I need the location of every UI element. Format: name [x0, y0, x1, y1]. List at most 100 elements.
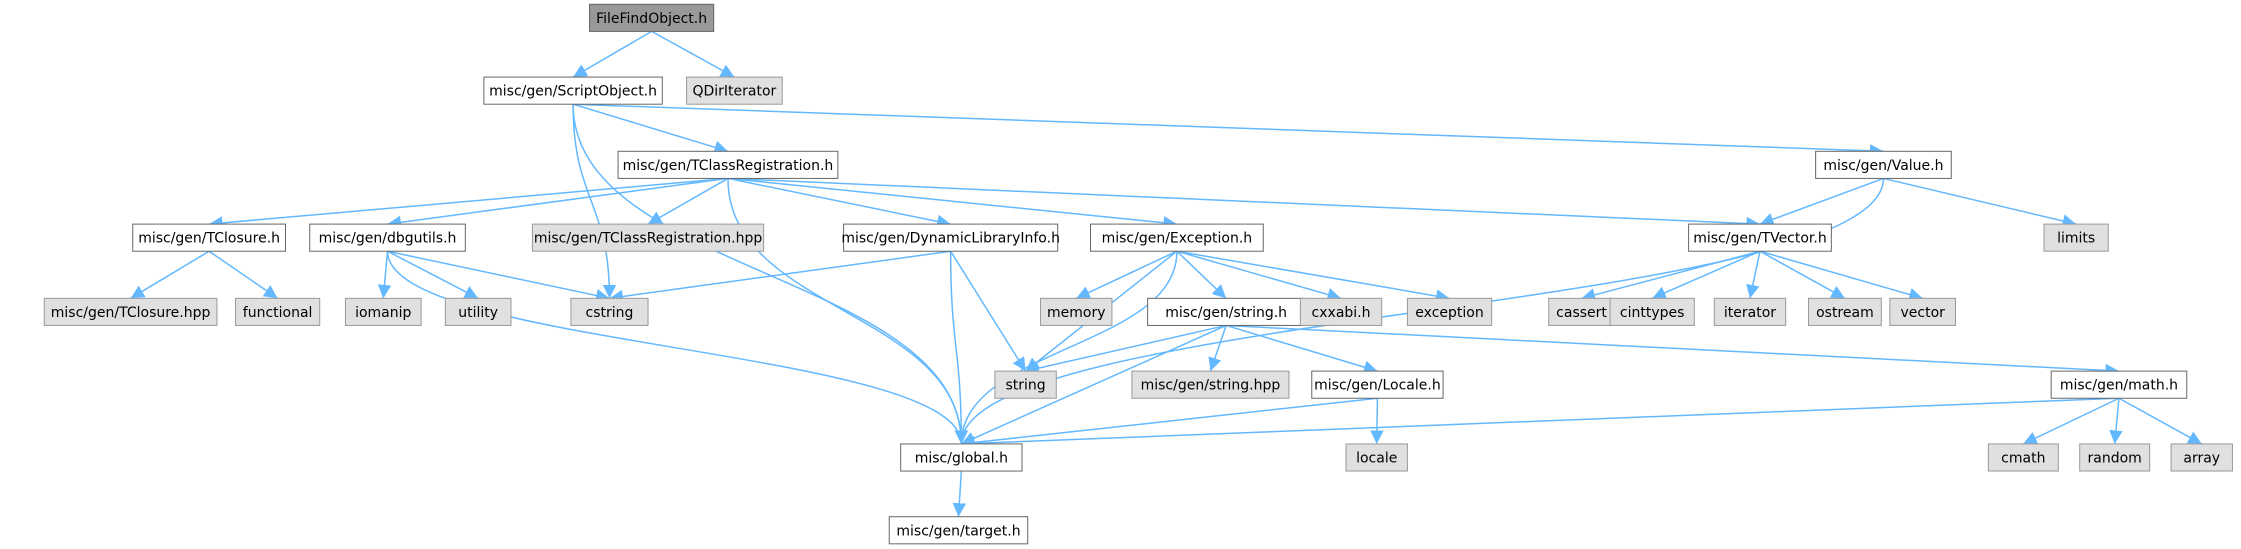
edge-dbgutils-to-cstring	[387, 250, 610, 303]
edge-string_h-to-stringhpp	[1208, 325, 1227, 372]
edge-tclassreg-to-global	[727, 178, 969, 444]
node-stringhpp: misc/gen/string.hpp	[1131, 370, 1290, 399]
node-label-ostream: ostream	[1816, 305, 1874, 321]
node-tclassreg[interactable]: misc/gen/TClassRegistration.h	[617, 150, 839, 179]
edge-tclassreg-to-dyninfo	[727, 177, 951, 228]
node-label-string_h: misc/gen/string.h	[1165, 305, 1287, 321]
node-cinttypes: cinttypes	[1609, 297, 1695, 326]
node-label-target: misc/gen/target.h	[896, 523, 1020, 539]
node-iomanip: iomanip	[344, 297, 422, 326]
node-label-utility: utility	[458, 305, 498, 321]
node-box-tclassreghpp	[531, 223, 765, 252]
node-label-random: random	[2088, 450, 2142, 466]
node-box-exception	[1406, 297, 1493, 326]
node-ostream: ostream	[1808, 297, 1882, 326]
node-label-exception_h: misc/gen/Exception.h	[1102, 231, 1253, 247]
edge-scriptobject-to-cstring	[572, 104, 617, 299]
node-label-global: misc/global.h	[915, 450, 1008, 466]
node-dbgutils[interactable]: misc/gen/dbgutils.h	[309, 223, 466, 252]
node-box-ostream	[1808, 297, 1882, 326]
node-box-value	[1815, 150, 1952, 179]
node-label-cstring: cstring	[586, 305, 634, 321]
node-label-limits: limits	[2057, 231, 2095, 247]
node-box-cinttypes	[1609, 297, 1695, 326]
node-label-vector: vector	[1900, 305, 1945, 321]
edge-tclosure-to-tclosurehpp	[130, 250, 210, 299]
node-exception_h[interactable]: misc/gen/Exception.h	[1090, 223, 1264, 252]
edge-exception_h-to-string_h	[1176, 250, 1227, 299]
node-iterator: iterator	[1713, 297, 1787, 326]
node-vector: vector	[1889, 297, 1957, 326]
node-label-string: string	[1005, 378, 1045, 394]
edge-string_h-to-global	[961, 324, 1227, 445]
node-limits: limits	[2043, 223, 2109, 252]
node-tclosure[interactable]: misc/gen/TClosure.h	[132, 223, 286, 252]
node-scriptobject[interactable]: misc/gen/ScriptObject.h	[483, 76, 663, 105]
node-label-array: array	[2183, 450, 2220, 466]
node-cassert: cassert	[1548, 297, 1615, 326]
node-box-dyninfo	[843, 223, 1059, 252]
edge-dbgutils-to-utility	[387, 250, 479, 299]
node-cxxabi: cxxabi.h	[1299, 297, 1383, 326]
edge-tvector-to-vector	[1759, 250, 1923, 302]
node-root: FileFindObject.h	[589, 3, 715, 32]
node-exception: exception	[1406, 297, 1493, 326]
node-utility: utility	[444, 297, 512, 326]
node-box-global	[900, 443, 1023, 472]
node-box-exception_h	[1090, 223, 1264, 252]
node-box-stringhpp	[1131, 370, 1290, 399]
edge-root-to-scriptobject	[572, 30, 652, 78]
edge-dbgutils-to-iomanip	[377, 251, 392, 299]
node-label-scriptobject: misc/gen/ScriptObject.h	[489, 84, 657, 100]
edge-scriptobject-to-value	[573, 103, 1884, 158]
node-string_h[interactable]: misc/gen/string.h	[1147, 297, 1306, 326]
edge-tclassreg-to-exception_h	[727, 177, 1177, 230]
edge-exception_h-to-exception	[1176, 250, 1450, 303]
node-box-utility	[444, 297, 512, 326]
node-label-locale_h: misc/gen/Locale.h	[1314, 378, 1441, 394]
edge-tclassreg-to-dbgutils	[387, 177, 729, 229]
node-label-tclosure: misc/gen/TClosure.h	[138, 231, 280, 247]
edge-dyninfo-to-string	[950, 250, 1027, 372]
edge-locale_h-to-locale	[1370, 398, 1384, 444]
node-label-tclassreg: misc/gen/TClassRegistration.h	[623, 158, 834, 174]
node-box-root	[589, 3, 715, 32]
node-label-iomanip: iomanip	[355, 305, 411, 321]
node-label-memory: memory	[1047, 305, 1106, 321]
node-target[interactable]: misc/gen/target.h	[888, 516, 1029, 545]
edge-tvector-to-cinttypes	[1651, 250, 1761, 300]
node-box-tclosure	[132, 223, 286, 252]
edge-exception_h-to-global	[954, 251, 1178, 444]
node-label-tvector: misc/gen/TVector.h	[1693, 231, 1827, 247]
node-box-qdiriterator	[686, 76, 783, 105]
node-box-array	[2170, 443, 2233, 472]
node-label-dbgutils: misc/gen/dbgutils.h	[319, 231, 457, 247]
node-box-limits	[2043, 223, 2109, 252]
node-math_h[interactable]: misc/gen/math.h	[2050, 370, 2188, 399]
node-tvector[interactable]: misc/gen/TVector.h	[1688, 223, 1832, 252]
edge-tclosure-to-functional	[208, 250, 279, 299]
edge-dyninfo-to-global	[949, 251, 969, 444]
node-box-iomanip	[344, 297, 422, 326]
node-cstring: cstring	[570, 297, 649, 326]
node-locale_h[interactable]: misc/gen/Locale.h	[1311, 370, 1444, 399]
node-label-math_h: misc/gen/math.h	[2060, 378, 2178, 394]
node-box-memory	[1040, 297, 1113, 326]
node-global[interactable]: misc/global.h	[900, 443, 1023, 472]
node-label-root: FileFindObject.h	[596, 11, 707, 27]
edge-math_h-to-array	[2118, 397, 2203, 445]
node-dyninfo[interactable]: misc/gen/DynamicLibraryInfo.h	[841, 223, 1060, 252]
node-value[interactable]: misc/gen/Value.h	[1815, 150, 1952, 179]
node-label-tclosurehpp: misc/gen/TClosure.hpp	[51, 305, 211, 321]
node-label-cxxabi: cxxabi.h	[1312, 305, 1371, 321]
edge-string_h-to-locale_h	[1225, 324, 1378, 374]
edge-exception_h-to-cxxabi	[1176, 250, 1342, 302]
node-label-qdiriterator: QDirIterator	[692, 84, 776, 100]
node-label-functional: functional	[243, 305, 313, 321]
node-label-cinttypes: cinttypes	[1620, 305, 1685, 321]
edge-global-to-target	[952, 470, 967, 517]
node-label-dyninfo: misc/gen/DynamicLibraryInfo.h	[841, 231, 1060, 247]
node-string: string	[994, 370, 1057, 399]
node-box-functional	[235, 297, 321, 326]
